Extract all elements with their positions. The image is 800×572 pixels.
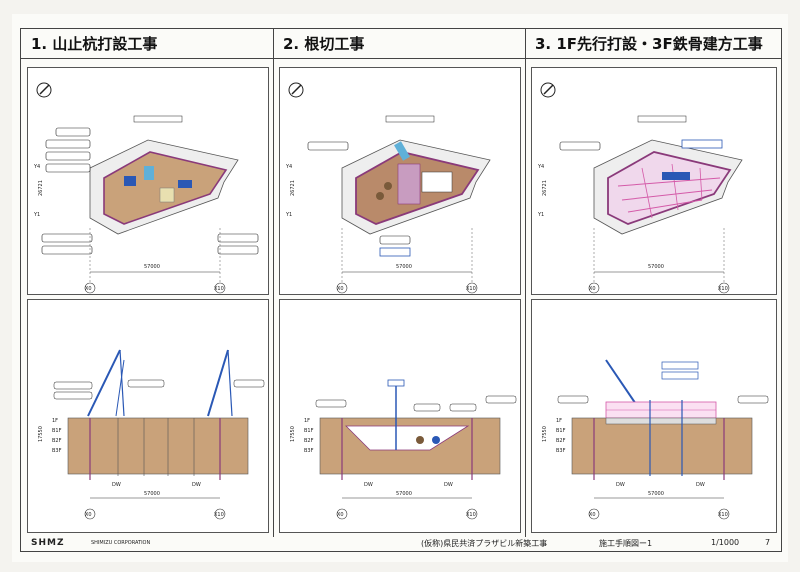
pile-crane-icon <box>87 349 121 417</box>
plan-panel-step-2: Y4 Y1 26721 57000 X0 X10 <box>279 67 521 295</box>
floor-b1f-label: B1F <box>304 428 314 434</box>
floor-1f-label: 1F <box>556 418 562 424</box>
floor-b2f-label: B2F <box>556 438 566 444</box>
dw-label: DW <box>616 482 625 488</box>
x0-label: X0 <box>337 512 344 518</box>
company-logo: SHMZ <box>31 538 65 548</box>
drawing-title: 施工手順図ー1 <box>599 539 653 548</box>
floor-b3f-label: B3F <box>304 448 314 454</box>
plan-height-dim: 26721 <box>38 180 44 196</box>
plan-drawing: Y4 Y1 26721 57000 X0 X10 <box>537 82 743 294</box>
step-2-title: 2. 根切工事 <box>273 29 525 59</box>
plan-height-dim: 26721 <box>542 180 548 196</box>
x10-label: X10 <box>214 512 224 518</box>
drawing-sheet: 1. 山止杭打設工事 2. 根切工事 3. 1F先行打設・3F鉄骨建方工事 <box>12 14 788 562</box>
plan-span-dim: 57000 <box>396 264 412 270</box>
y4-label: Y4 <box>537 164 544 170</box>
y1-label: Y1 <box>537 212 544 218</box>
floor-b3f-label: B3F <box>556 448 566 454</box>
x10-label: X10 <box>214 286 224 292</box>
title-block: SHMZ SHIMIZU CORPORATION (仮称)県民共済プラザビル新築… <box>21 538 781 551</box>
section-panel-step-3: 1F B1F B2F B3F 17550 DW DW 57000 X0 X10 <box>531 299 777 533</box>
x10-label: X10 <box>718 512 728 518</box>
section-depth-dim: 17550 <box>290 426 296 442</box>
pile-crane-icon <box>207 349 229 417</box>
north-arrow-icon <box>36 82 52 98</box>
x10-label: X10 <box>466 512 476 518</box>
dw-label: DW <box>192 482 201 488</box>
crane-mat <box>144 166 154 180</box>
plan-panel-step-3: Y4 Y1 26721 57000 X0 X10 <box>531 67 777 295</box>
dw-label: DW <box>364 482 373 488</box>
x0-label: X0 <box>85 286 92 292</box>
floor-1f-label: 1F <box>304 418 310 424</box>
y4-label: Y4 <box>285 164 292 170</box>
step-3-title: 3. 1F先行打設・3F鉄骨建方工事 <box>525 29 781 59</box>
excavation-cut <box>345 425 470 451</box>
x10-label: X10 <box>718 286 728 292</box>
page-number: 7 <box>765 538 771 547</box>
section-panel-step-2: 1F B1F B2F B3F 17550 DW DW 57000 X0 X10 <box>279 299 521 533</box>
floor-b2f-label: B2F <box>304 438 314 444</box>
crawler-crane <box>662 172 690 180</box>
section-span-dim: 57000 <box>648 491 664 497</box>
floor-b2f-label: B2F <box>52 438 62 444</box>
section-drawing: 1F B1F B2F B3F 17550 DW DW 57000 X0 X10 <box>542 359 769 520</box>
floor-b1f-label: B1F <box>52 428 62 434</box>
drawing-scale: 1/1000 <box>711 538 740 547</box>
section-depth-dim: 17550 <box>38 426 44 442</box>
company-name: SHIMIZU CORPORATION <box>91 540 151 546</box>
section-span-dim: 57000 <box>144 491 160 497</box>
excavation-area <box>607 151 732 225</box>
drawing-frame: 1. 山止杭打設工事 2. 根切工事 3. 1F先行打設・3F鉄骨建方工事 <box>20 28 782 552</box>
plan-span-dim: 57000 <box>144 264 160 270</box>
plan-drawing: Y4 Y1 26721 57000 X0 X10 <box>33 82 259 294</box>
column-divider <box>273 29 274 537</box>
pile-rig <box>124 176 136 186</box>
x0-label: X0 <box>589 512 596 518</box>
y1-label: Y1 <box>33 212 40 218</box>
pile-rig <box>178 180 192 188</box>
dw-label: DW <box>444 482 453 488</box>
x0-label: X0 <box>589 286 596 292</box>
north-arrow-icon <box>288 82 304 98</box>
plan-drawing: Y4 Y1 26721 57000 X0 X10 <box>285 82 491 294</box>
section-depth-dim: 17550 <box>542 426 548 442</box>
floor-1f-label: 1F <box>52 418 58 424</box>
x0-label: X0 <box>85 512 92 518</box>
floor-b1f-label: B1F <box>556 428 566 434</box>
section-span-dim: 57000 <box>396 491 412 497</box>
plan-span-dim: 57000 <box>648 264 664 270</box>
project-name: (仮称)県民共済プラザビル新築工事 <box>421 539 548 548</box>
plan-panel-step-1: Y4 Y1 26721 57000 X0 X10 <box>27 67 269 295</box>
first-floor-slab <box>605 417 717 425</box>
x10-label: X10 <box>466 286 476 292</box>
dw-label: DW <box>112 482 121 488</box>
dw-label: DW <box>696 482 705 488</box>
north-arrow-icon <box>540 82 556 98</box>
soil-section <box>67 417 249 475</box>
section-panel-step-1: 1F B1F B2F B3F 17550 DW DW 57000 X0 X10 <box>27 299 269 533</box>
soil-section <box>571 417 753 475</box>
floor-b3f-label: B3F <box>52 448 62 454</box>
column-divider <box>525 29 526 537</box>
section-drawing: 1F B1F B2F B3F 17550 DW DW 57000 X0 X10 <box>38 349 265 520</box>
step-1-title: 1. 山止杭打設工事 <box>21 29 273 59</box>
plan-height-dim: 26721 <box>290 180 296 196</box>
section-drawing: 1F B1F B2F B3F 17550 DW DW 57000 X0 X10 <box>290 379 517 520</box>
y1-label: Y1 <box>285 212 292 218</box>
x0-label: X0 <box>337 286 344 292</box>
y4-label: Y4 <box>33 164 40 170</box>
